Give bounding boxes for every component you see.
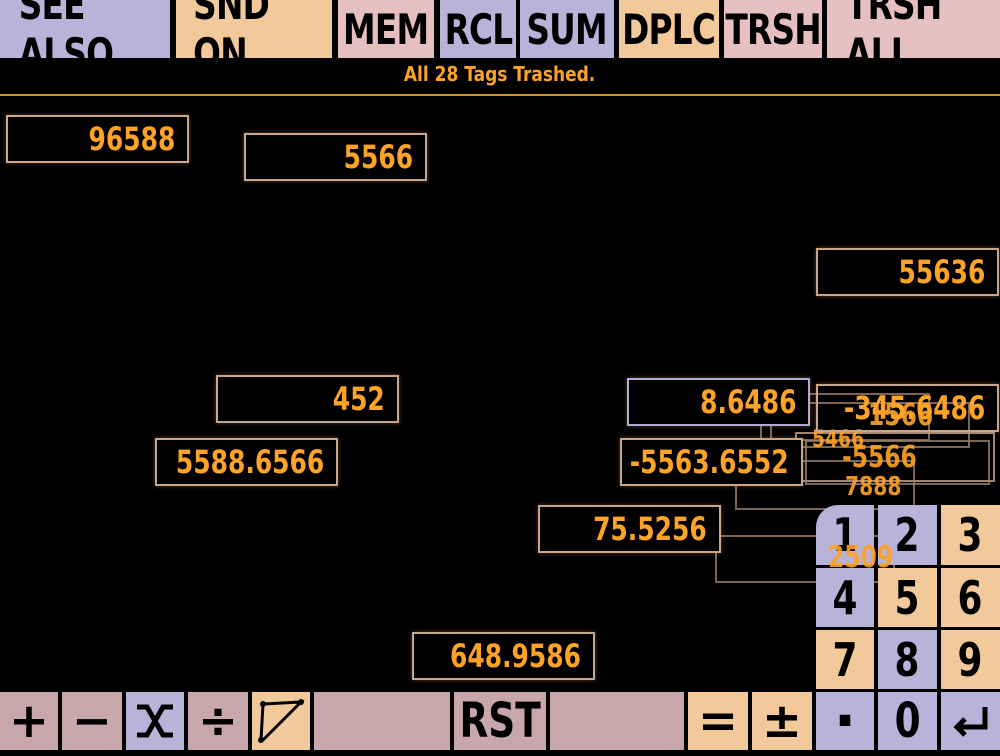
blank-button[interactable]	[314, 692, 450, 750]
blank-button[interactable]	[550, 692, 684, 750]
overlap-number: 5466	[812, 425, 865, 453]
number-tag[interactable]: 96588	[6, 115, 189, 163]
trash-button[interactable]: TRSH	[724, 0, 822, 58]
tag-value: 8.6486	[699, 383, 796, 421]
sum-button[interactable]: SUM	[520, 0, 614, 58]
divide-button[interactable]: ÷	[188, 692, 248, 750]
number-tag[interactable]: 5566	[244, 133, 427, 181]
recall-button[interactable]: RCL	[440, 0, 516, 58]
trash-label: TRSH	[725, 4, 821, 54]
see-also-button[interactable]: SEE ALSO	[0, 0, 170, 58]
memory-label: MEM	[343, 4, 429, 54]
plus-button[interactable]: +	[0, 692, 58, 750]
keypad-0[interactable]: 0	[878, 692, 937, 750]
reset-label: RST	[459, 693, 541, 749]
reset-button[interactable]: RST	[454, 692, 546, 750]
number-tag[interactable]: -345.6486	[816, 384, 999, 432]
memory-button[interactable]: MEM	[338, 0, 434, 58]
tag-value: 648.9586	[449, 637, 581, 675]
graph-button[interactable]	[252, 692, 310, 750]
decimal-point-button[interactable]: ·	[816, 686, 874, 756]
top-toolbar: SEE ALSO SND ON MEM RCL SUM DPLC TRSH TR…	[0, 0, 1000, 58]
number-tag[interactable]: 5588.6566	[155, 438, 338, 486]
equals-button[interactable]: =	[688, 692, 748, 750]
keypad-6[interactable]: 6	[941, 568, 1000, 627]
keypad-1[interactable]: 1	[816, 505, 874, 565]
line-graph-icon	[258, 699, 305, 743]
number-tag[interactable]: -5563.6552	[620, 438, 803, 486]
keypad-4[interactable]: 4	[816, 568, 874, 627]
overlap-number: -5566	[842, 440, 917, 475]
tag-value: 96588	[88, 120, 175, 158]
tag-value: 75.5256	[593, 510, 707, 548]
tag-value: -5563.6552	[630, 443, 789, 481]
multiply-button[interactable]	[126, 692, 184, 750]
keypad-7[interactable]: 7	[816, 630, 874, 689]
overlap-number: 1566	[868, 398, 934, 433]
trash-all-button[interactable]: TRSH ALL	[827, 0, 1000, 58]
overlap-number: 2509	[828, 540, 894, 575]
plus-minus-button[interactable]: ±	[752, 692, 812, 750]
sound-on-button[interactable]: SND ON	[176, 0, 332, 58]
number-tag[interactable]: 648.9586	[412, 632, 595, 680]
number-tag[interactable]: 452	[216, 375, 399, 423]
enter-return-icon	[952, 707, 987, 737]
status-message-text: All 28 Tags Trashed.	[404, 62, 596, 86]
sum-label: SUM	[526, 4, 608, 54]
recall-label: RCL	[444, 4, 513, 54]
keypad-5[interactable]: 5	[878, 568, 937, 627]
swap-x-icon	[137, 704, 173, 738]
keypad-2[interactable]: 2	[878, 505, 937, 565]
keypad-3[interactable]: 3	[941, 505, 1000, 565]
tag-value: 5588.6566	[175, 443, 324, 481]
keypad-9[interactable]: 9	[941, 630, 1000, 689]
trash-all-label: TRSH ALL	[846, 0, 942, 58]
tag-value: 55636	[898, 253, 985, 291]
duplicate-label: DPLC	[622, 4, 717, 54]
tag-value: 5566	[343, 138, 413, 176]
tag-value: -345.6486	[843, 389, 985, 427]
sound-on-label: SND ON	[193, 0, 270, 58]
keypad-8[interactable]: 8	[878, 630, 937, 689]
overlapping-tag-outline[interactable]	[805, 440, 990, 485]
number-tag[interactable]: 75.5256	[538, 505, 721, 553]
overlap-number: 7888	[845, 472, 902, 502]
number-tag[interactable]: 8.6486	[627, 378, 810, 426]
tag-value: 452	[332, 380, 385, 418]
see-also-label: SEE ALSO	[18, 0, 114, 58]
divider-line	[0, 94, 1000, 96]
duplicate-button[interactable]: DPLC	[619, 0, 719, 58]
minus-button[interactable]: −	[62, 692, 122, 750]
status-message: All 28 Tags Trashed.	[0, 62, 1000, 86]
number-tag[interactable]: 55636	[816, 248, 999, 296]
enter-button[interactable]	[941, 692, 1000, 750]
